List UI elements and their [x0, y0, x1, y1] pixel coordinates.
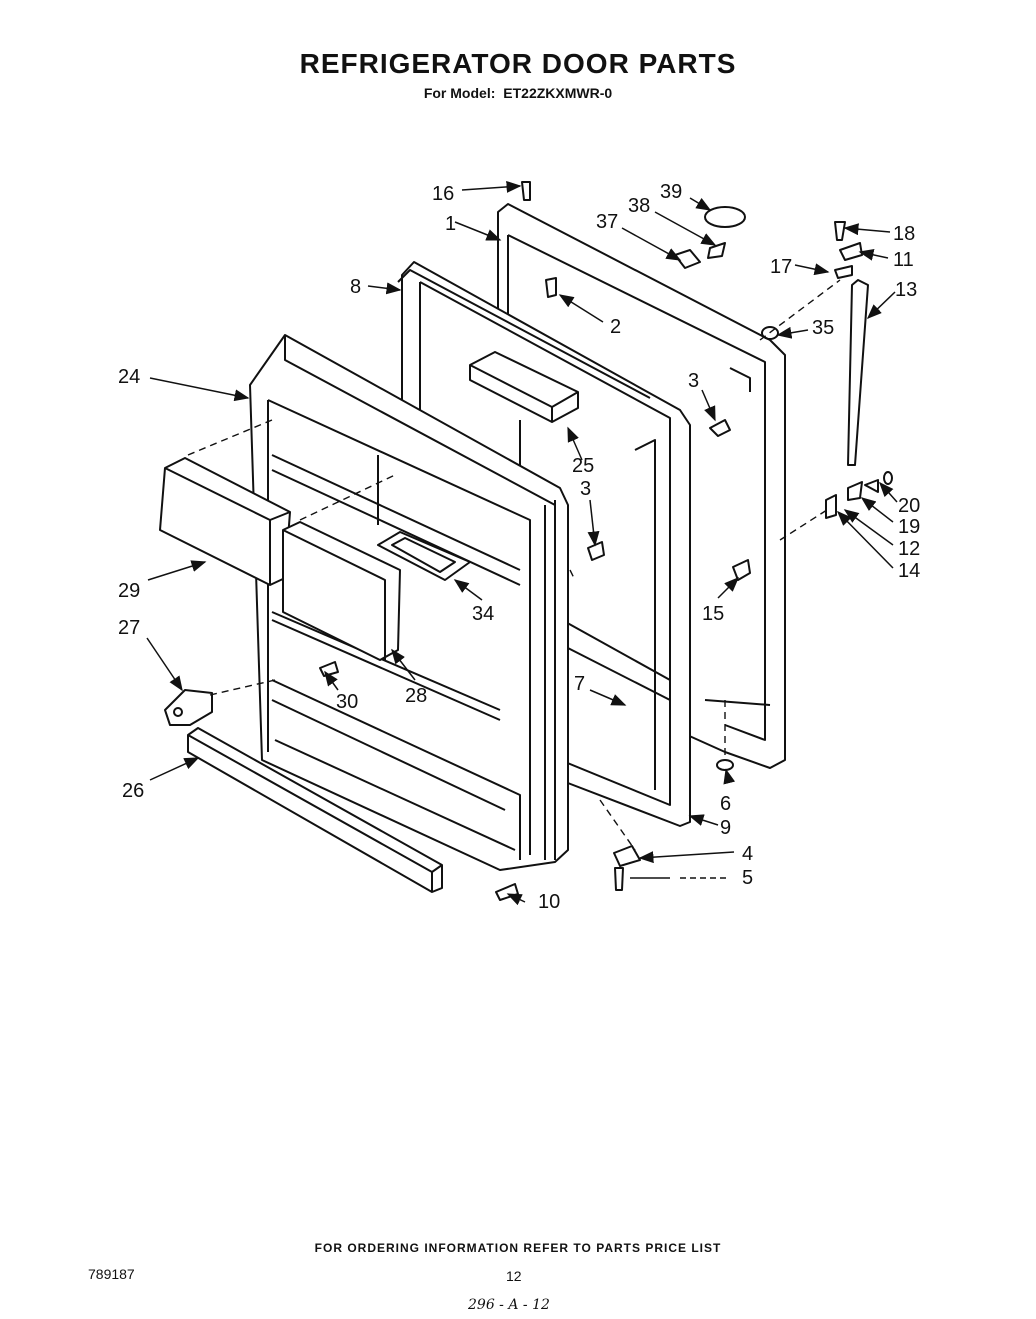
- model-number: ET22ZKXMWR-0: [503, 85, 613, 101]
- callout-16: 16: [432, 183, 454, 205]
- callout-14: 14: [898, 560, 920, 582]
- callout-8: 8: [350, 276, 361, 298]
- lower-hinge-bracket: [164, 689, 213, 726]
- callout-10: 10: [538, 891, 560, 913]
- callout-25: 25: [572, 455, 594, 477]
- page-number: 12: [506, 1268, 522, 1284]
- handwritten-reference: 296 - A - 12: [468, 1297, 550, 1313]
- callout-27: 27: [118, 617, 140, 639]
- bottom-shelf: [187, 727, 443, 893]
- callout-30: 30: [336, 691, 358, 713]
- hardware-parts: [319, 181, 893, 901]
- callout-7: 7: [574, 673, 585, 695]
- callout-labels: 16 1 39 38 37 18 11 17 13 8 2 35 24 3 25…: [118, 181, 920, 913]
- callout-17: 17: [770, 256, 792, 278]
- callout-18: 18: [893, 223, 915, 245]
- callout-4: 4: [742, 843, 753, 865]
- callout-12: 12: [898, 538, 920, 560]
- model-prefix: For Model:: [423, 85, 496, 101]
- callout-28: 28: [405, 685, 427, 707]
- callout-15: 15: [702, 603, 724, 625]
- callout-6: 6: [720, 793, 731, 815]
- callout-1: 1: [445, 213, 456, 235]
- butter-compartment: [377, 531, 471, 581]
- ordering-note: FOR ORDERING INFORMATION REFER TO PARTS …: [314, 1241, 722, 1255]
- callout-29: 29: [118, 580, 140, 602]
- page-title: REFRIGERATOR DOOR PARTS: [299, 48, 737, 79]
- model-subtitle: For Model: ET22ZKXMWR-0: [0, 85, 1036, 101]
- callout-39: 39: [660, 181, 682, 203]
- document-number: 789187: [88, 1266, 135, 1282]
- callout-38: 38: [628, 195, 650, 217]
- leader-arrows: [146, 180, 898, 906]
- callout-24: 24: [118, 366, 140, 388]
- assembly-guide-lines: [187, 279, 841, 851]
- callout-37: 37: [596, 211, 618, 233]
- callout-9: 9: [720, 817, 731, 839]
- callout-3-upper: 3: [688, 370, 699, 392]
- door-gasket: [397, 269, 651, 399]
- callout-11: 11: [893, 249, 914, 271]
- callout-5: 5: [742, 867, 753, 889]
- callout-19: 19: [898, 516, 920, 538]
- callout-26: 26: [122, 780, 144, 802]
- callout-3-lower: 3: [580, 478, 591, 500]
- callout-2: 2: [610, 316, 621, 338]
- insulation-block: [469, 351, 579, 423]
- callout-34: 34: [472, 603, 494, 625]
- callout-20: 20: [898, 495, 920, 517]
- callout-35: 35: [812, 317, 834, 339]
- callout-13: 13: [895, 279, 917, 301]
- door-handle: [847, 279, 869, 466]
